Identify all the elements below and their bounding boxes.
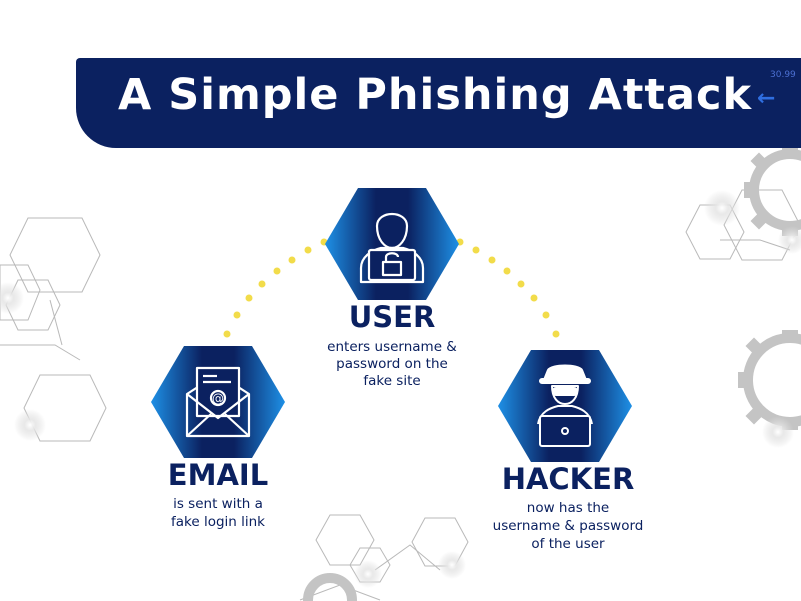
deco-glow — [778, 226, 801, 254]
hacker-desc-line: username & password — [492, 518, 644, 534]
email-desc-line: fake login link — [170, 514, 265, 530]
user-title: USER — [348, 300, 436, 334]
user-desc-line: password on the — [336, 356, 448, 372]
hacker-desc-line: now has the — [526, 500, 610, 516]
deco-hexagon — [0, 264, 41, 321]
connector-dot — [223, 330, 231, 338]
deco-glow — [704, 190, 740, 226]
user-desc-line: enters username & — [327, 339, 457, 355]
deco-line — [0, 344, 81, 361]
deco-gear — [303, 573, 357, 601]
deco-gear-tooth — [744, 182, 754, 198]
deco-hexagon — [315, 514, 375, 566]
connector-dot — [258, 280, 266, 288]
email-title: EMAIL — [167, 458, 269, 492]
connector-dot — [288, 256, 296, 264]
deco-glow — [14, 409, 46, 441]
deco-gear-tooth — [738, 372, 748, 388]
deco-line — [49, 299, 63, 346]
deco-hexagon — [23, 374, 107, 442]
connector-dot — [488, 256, 496, 264]
connector-dot — [245, 294, 253, 302]
hacker-title: HACKER — [501, 462, 635, 496]
deco-glow — [354, 560, 382, 588]
deco-line — [374, 544, 441, 571]
svg-text:@: @ — [212, 392, 224, 406]
deco-glow — [0, 282, 24, 314]
user-hexagon — [325, 188, 459, 300]
email-envelope-icon: @ — [185, 366, 251, 438]
corner-number: 30.99 — [770, 70, 796, 80]
connector-dot — [472, 246, 480, 254]
user-laptop-lock-icon — [359, 212, 425, 284]
deco-gear-tooth — [782, 330, 798, 340]
email-hexagon: @ — [151, 346, 285, 458]
title-banner — [76, 58, 801, 148]
email-desc-line: is sent with a — [173, 496, 263, 512]
connector-dot — [273, 267, 281, 275]
deco-gear-tooth — [750, 212, 768, 230]
hacker-desc-line: of the user — [531, 536, 605, 552]
hacker-icon — [537, 364, 593, 447]
deco-glow — [762, 416, 794, 448]
user-desc-line: fake site — [363, 373, 421, 389]
connector-dot — [503, 267, 511, 275]
arrow-left-icon: ← — [757, 86, 776, 111]
hacker-hexagon — [498, 350, 632, 462]
connector-dot — [517, 280, 525, 288]
page-title: A Simple Phishing Attack — [118, 70, 753, 120]
deco-gear-tooth — [745, 407, 763, 425]
connector-dot — [552, 330, 560, 338]
deco-gear-tooth — [782, 145, 798, 155]
connector-dot — [304, 246, 312, 254]
deco-glow — [438, 551, 466, 579]
connector-dot — [542, 311, 550, 319]
deco-gear-tooth — [745, 337, 763, 355]
connector-dot — [530, 294, 538, 302]
connector-dot — [233, 311, 241, 319]
deco-gear-tooth — [750, 152, 768, 170]
deco-hexagon — [349, 547, 391, 583]
deco-hexagon — [9, 217, 101, 293]
